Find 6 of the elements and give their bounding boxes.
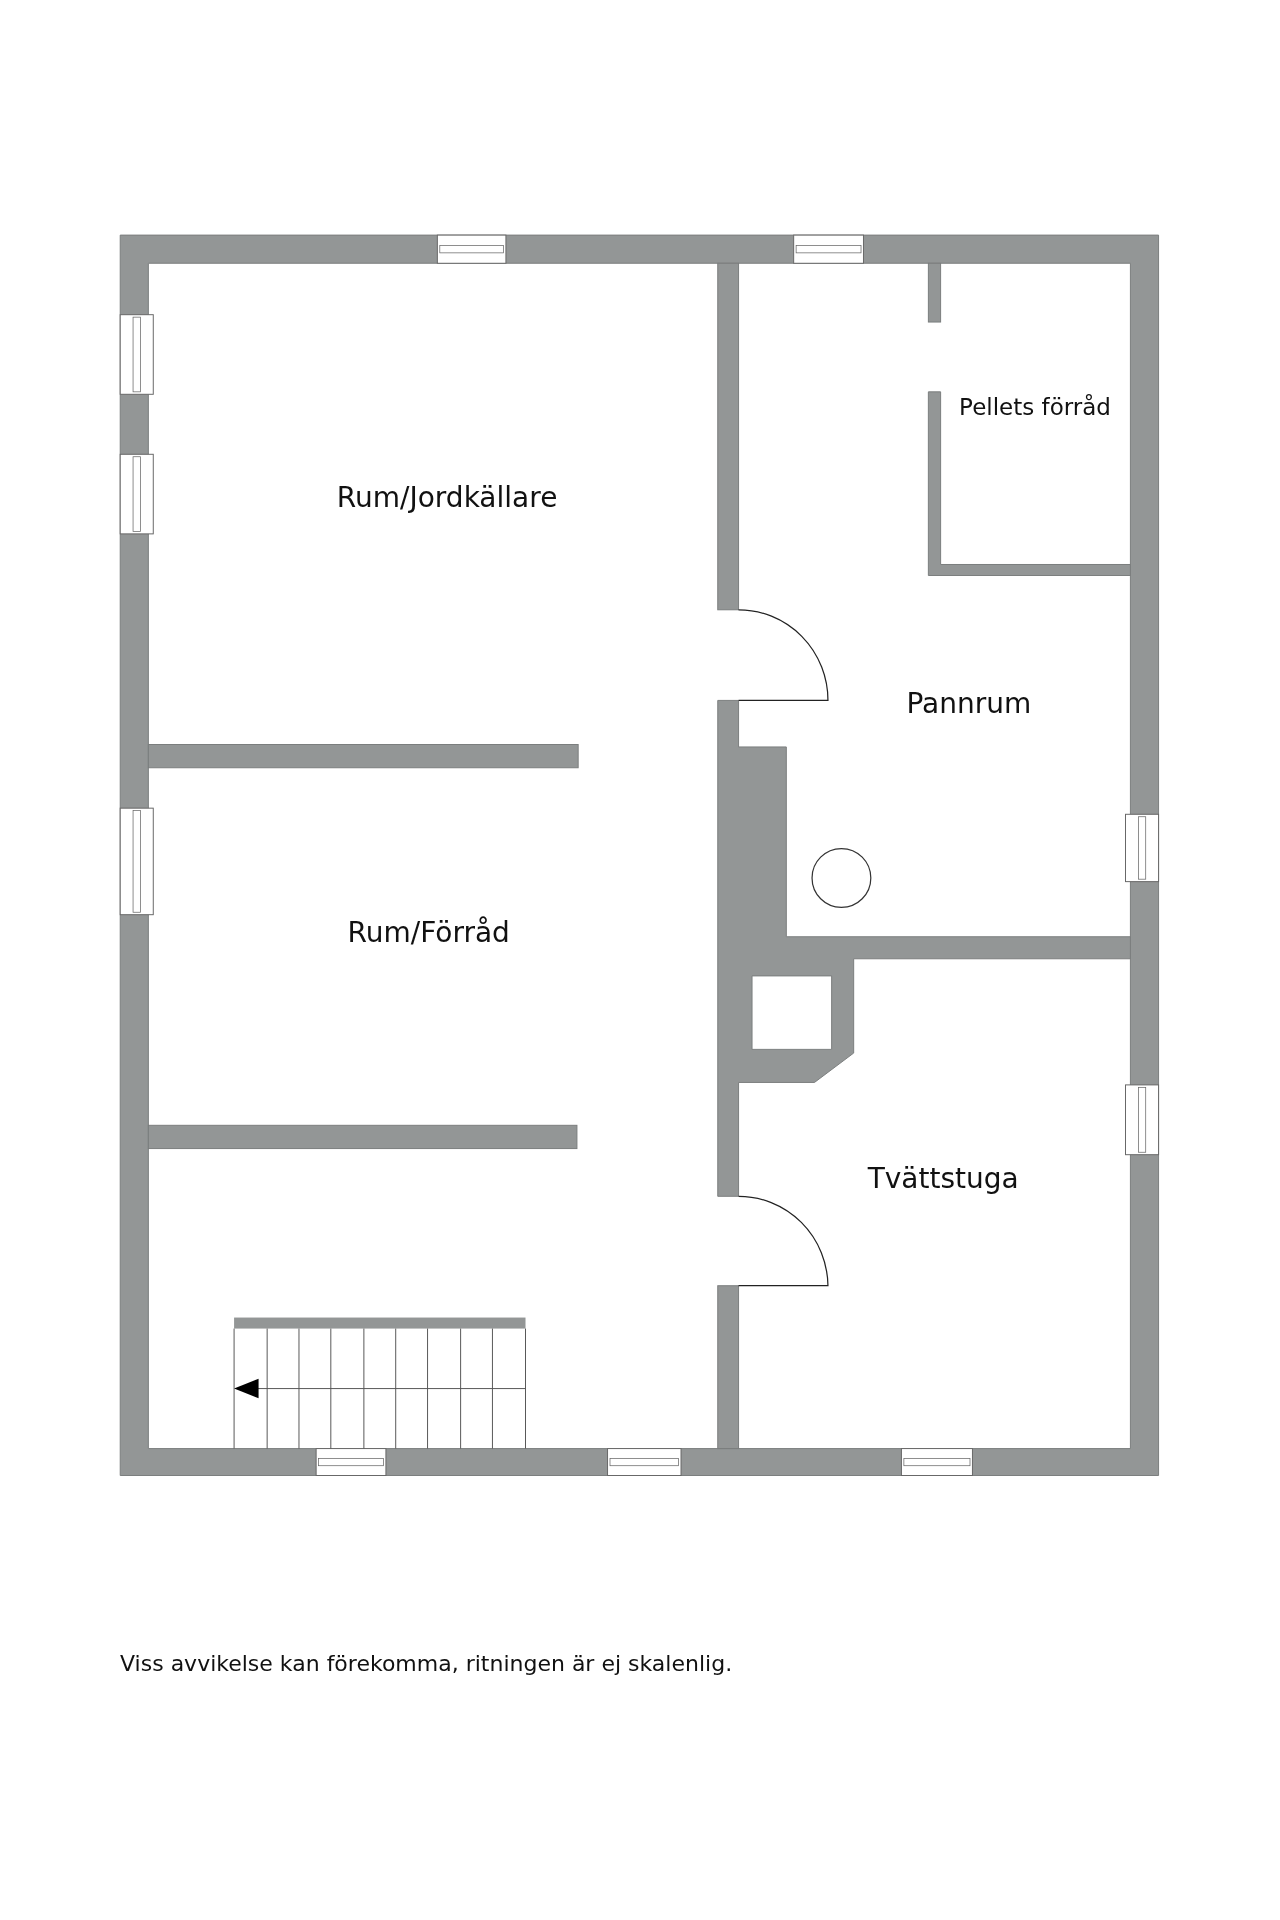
- room-label: Rum/Jordkällare: [336, 480, 558, 514]
- disclaimer-note: Viss avvikelse kan förekomma, ritningen är ej skalenlig.: [120, 1651, 733, 1677]
- room-label: Tvättstuga: [867, 1161, 1019, 1195]
- room-label: Pellets förråd: [959, 393, 1111, 420]
- room-label: Rum/Förråd: [347, 915, 510, 949]
- room-label: Pannrum: [906, 686, 1032, 720]
